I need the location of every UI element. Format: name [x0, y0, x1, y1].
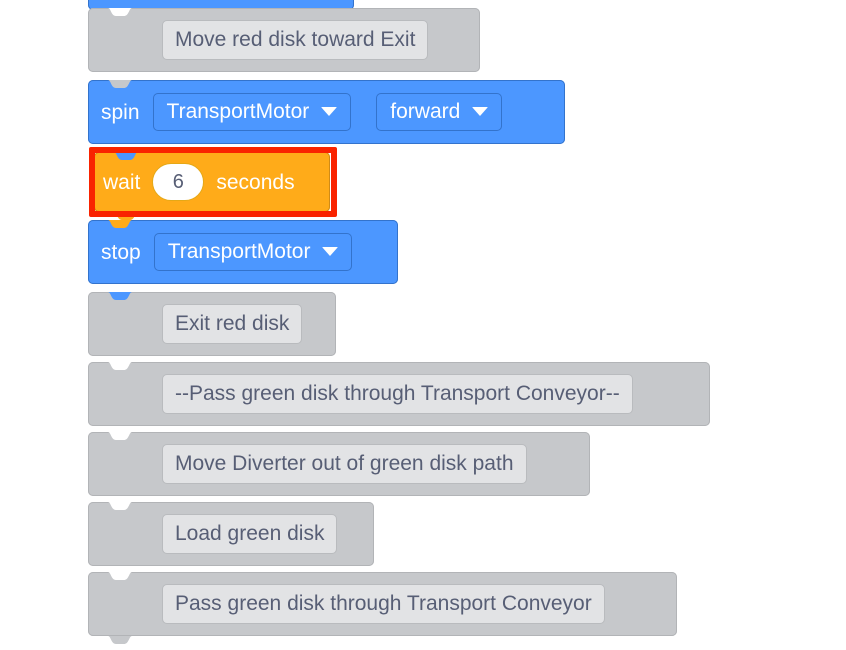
- dropdown-motor-stop[interactable]: TransportMotor: [153, 233, 353, 271]
- dropdown-value-direction: forward: [390, 100, 461, 123]
- block-label-exit-red-disk: Exit red disk: [162, 304, 303, 344]
- notch-top-icon: [110, 152, 142, 160]
- block-wait-seconds[interactable]: wait 6 seconds: [94, 152, 330, 220]
- block-spin-transportmotor-forward[interactable]: spin TransportMotor forward: [88, 80, 565, 144]
- block-label-pass-green-disk-comment: --Pass green disk through Transport Conv…: [162, 374, 633, 414]
- block-load-green-disk[interactable]: Load green disk: [88, 502, 374, 566]
- wait-seconds-input[interactable]: 6: [152, 163, 205, 201]
- chevron-down-icon: [322, 247, 339, 256]
- notch-bottom-icon: [104, 636, 136, 644]
- notch-top-icon: [104, 502, 136, 510]
- block-move-diverter-out-of-green-disk-path[interactable]: Move Diverter out of green disk path: [88, 432, 590, 496]
- notch-top-icon: [104, 572, 136, 580]
- notch-top-icon: [104, 8, 136, 16]
- dropdown-direction[interactable]: forward: [376, 93, 503, 131]
- block-label-seconds: seconds: [216, 170, 295, 194]
- notch-top-icon: [104, 220, 136, 228]
- block-label-move-red-disk-toward-exit: Move red disk toward Exit: [162, 20, 429, 60]
- block-move-red-disk-toward-exit[interactable]: Move red disk toward Exit: [88, 8, 480, 72]
- block-label-wait: wait: [103, 170, 141, 194]
- dropdown-value-motor: TransportMotor: [166, 100, 310, 123]
- block-label-stop: stop: [101, 240, 141, 264]
- dropdown-motor-spin[interactable]: TransportMotor: [152, 93, 352, 131]
- chevron-down-icon: [321, 107, 338, 116]
- block-label-spin: spin: [101, 100, 140, 124]
- block-pass-green-disk-through-transport-conveyor[interactable]: Pass green disk through Transport Convey…: [88, 572, 677, 644]
- notch-top-icon: [104, 292, 136, 300]
- chevron-down-icon: [472, 107, 489, 116]
- dropdown-value-motor-stop: TransportMotor: [167, 240, 311, 263]
- block-exit-red-disk[interactable]: Exit red disk: [88, 292, 336, 356]
- notch-top-icon: [104, 432, 136, 440]
- block-stop-transportmotor[interactable]: stop TransportMotor: [88, 220, 398, 284]
- block-label-pass-green-disk-through-transport-conveyor: Pass green disk through Transport Convey…: [162, 584, 605, 624]
- notch-top-icon: [104, 362, 136, 370]
- block-label-load-green-disk: Load green disk: [162, 514, 338, 554]
- notch-top-icon: [104, 80, 136, 88]
- block-pass-green-disk-comment[interactable]: --Pass green disk through Transport Conv…: [88, 362, 710, 426]
- block-label-move-diverter: Move Diverter out of green disk path: [162, 444, 527, 484]
